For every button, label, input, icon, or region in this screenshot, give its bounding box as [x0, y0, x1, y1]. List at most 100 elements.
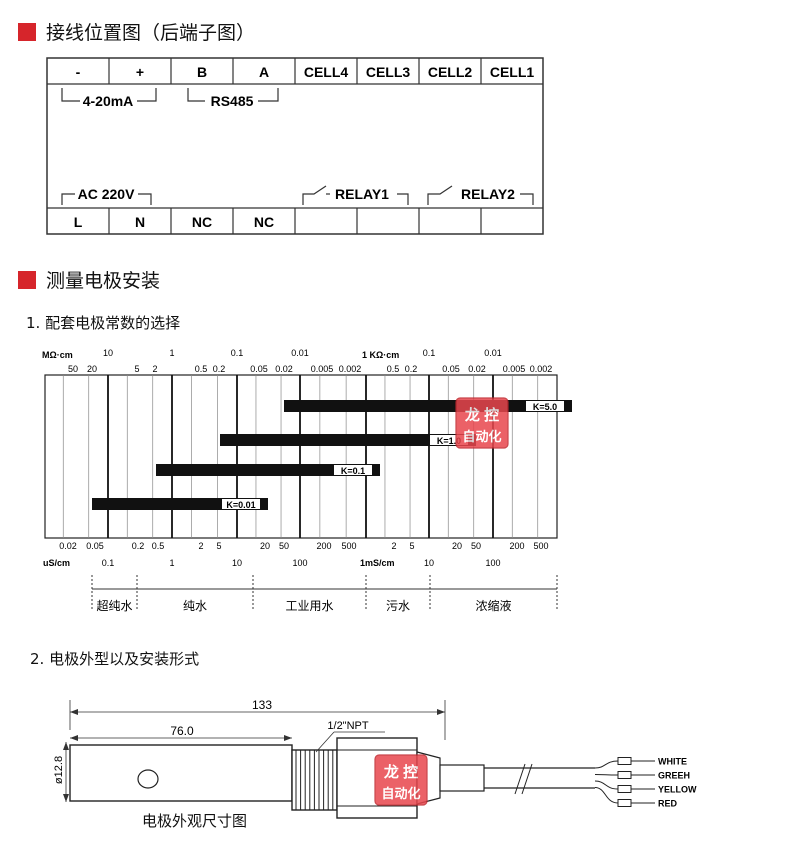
bottom-minor-tick-label: 0.05	[86, 541, 104, 551]
top-minor-tick-label: 0.002	[339, 364, 362, 374]
k-bar-label-bg	[430, 435, 468, 445]
k-bar	[220, 434, 476, 446]
top-major-tick-label: 10	[103, 348, 113, 358]
constant-selection-chart: MΩ·cm 1 KΩ·cm 10 1 0.1 0.01 0.1 0.01 50 20 5 2 0.…	[42, 348, 572, 613]
top-major-tick-label: 0.01	[484, 348, 502, 358]
top-minor-tick-label: 0.05	[250, 364, 268, 374]
wire-color-label: YELLOW	[658, 785, 697, 795]
top-minor-tick-label: 2	[152, 364, 157, 374]
section-title-installation: 测量电极安装	[18, 266, 160, 293]
wire-ferrule	[617, 785, 632, 793]
bottom-minor-tick-label: 0.2	[132, 541, 145, 551]
unit-kohm-cm: 1 KΩ·cm	[362, 350, 399, 360]
bottom-minor-tick-label: 2	[391, 541, 396, 551]
wire-color-label: WHITE	[658, 757, 687, 767]
terminal-top-label: CELL3	[366, 64, 411, 80]
category-label: 工业用水	[285, 599, 333, 613]
wire-ferrule	[617, 771, 632, 779]
section-title-text: 测量电极安装	[46, 270, 161, 292]
bottom-minor-tick-label: 20	[260, 541, 270, 551]
watermark-line2: 自动化	[462, 429, 501, 444]
category-label: 浓缩液	[475, 598, 511, 613]
terminal-top-label: B	[197, 64, 207, 80]
electrode-caption: 电极外观尺寸图	[142, 812, 248, 830]
section-marker	[18, 270, 36, 289]
dim-133: 133	[252, 698, 272, 712]
bottom-major-tick-label: 100	[292, 558, 307, 568]
top-minor-tick-label: 0.005	[311, 364, 334, 374]
bottom-major-tick-label: 0.1	[102, 558, 115, 568]
watermark-line1: 龙 控	[464, 406, 499, 424]
watermark-line1: 龙 控	[383, 763, 418, 781]
subtitle-constant-selection: 1. 配套电极常数的选择	[26, 314, 181, 332]
dim-diameter: ø12.8	[53, 756, 65, 784]
wire	[594, 787, 619, 804]
top-major-tick-label: 0.01	[291, 348, 309, 358]
electrode-body	[69, 744, 293, 802]
section-title-text: 接线位置图（后端子图）	[46, 22, 256, 44]
bottom-minor-tick-label: 50	[471, 541, 481, 551]
top-minor-tick-label: 0.02	[275, 364, 293, 374]
bottom-major-tick-label: 10	[424, 558, 434, 568]
wire-ferrule	[617, 757, 632, 765]
bottom-minor-tick-label: 2	[198, 541, 203, 551]
wire-ferrule	[617, 799, 632, 807]
k-bar-label: K=5.0	[533, 402, 557, 412]
bottom-major-tick-label: 1	[169, 558, 174, 568]
wire	[594, 760, 619, 769]
top-minor-tick-label: 0.005	[503, 364, 526, 374]
terminal-top-label: CELL4	[304, 64, 349, 80]
k-bar-label-bg	[334, 465, 372, 475]
bottom-minor-tick-label: 0.5	[152, 541, 165, 551]
wire-color-label: GREEH	[658, 771, 690, 781]
wire-color-label: RED	[658, 799, 678, 809]
category-label: 超纯水	[96, 598, 132, 613]
thread-label: 1/2"NPT	[327, 720, 368, 732]
top-minor-tick-label: 0.5	[387, 364, 400, 374]
unit-mohm-cm: MΩ·cm	[42, 350, 73, 360]
top-minor-tick-label: 0.2	[213, 364, 226, 374]
section-marker	[18, 22, 36, 41]
terminal-top-label: +	[136, 64, 144, 80]
terminal-bottom-label: L	[74, 214, 83, 230]
k-bar	[156, 464, 380, 476]
dim-76: 76.0	[170, 724, 194, 738]
bottom-minor-tick-label: 20	[452, 541, 462, 551]
watermark-chart: 龙 控 自动化	[455, 397, 509, 449]
terminal-top-label: -	[76, 64, 81, 80]
k-bar-label-bg	[222, 499, 260, 509]
section-title-wiring: 接线位置图（后端子图）	[18, 18, 255, 45]
wire	[594, 774, 619, 776]
top-minor-tick-label: 0.05	[442, 364, 460, 374]
unit-ms-cm: 1mS/cm	[360, 558, 395, 568]
unit-us-cm: uS/cm	[43, 558, 70, 568]
category-label: 纯水	[183, 599, 207, 613]
bottom-minor-tick-label: 200	[316, 541, 331, 551]
watermark-electrode: 龙 控 自动化	[374, 754, 428, 806]
chart-frame	[44, 374, 558, 539]
electrode-hole	[137, 769, 159, 789]
terminal-bottom-label: NC	[254, 214, 274, 230]
label-rs485: RS485	[211, 93, 254, 109]
top-minor-tick-label: 0.2	[405, 364, 418, 374]
label-ac220v: AC 220V	[78, 186, 135, 202]
watermark-line2: 自动化	[381, 786, 420, 801]
k-bar-label: K=1.0	[437, 436, 461, 446]
terminal-top-label: CELL2	[428, 64, 473, 80]
bottom-major-tick-label: 100	[485, 558, 500, 568]
k-bar-label-bg	[526, 401, 564, 411]
top-minor-tick-label: 50	[68, 364, 78, 374]
top-major-tick-label: 1	[169, 348, 174, 358]
bottom-minor-tick-label: 5	[216, 541, 221, 551]
top-major-tick-label: 0.1	[423, 348, 436, 358]
bottom-minor-tick-label: 500	[341, 541, 356, 551]
subtitle-electrode-shape: 2. 电极外型以及安装形式	[30, 650, 200, 668]
bottom-minor-tick-label: 200	[509, 541, 524, 551]
wire	[594, 780, 619, 790]
k-bar-label: K=0.01	[226, 500, 255, 510]
terminal-bottom-label: NC	[192, 214, 212, 230]
bottom-minor-tick-label: 50	[279, 541, 289, 551]
bottom-minor-tick-label: 5	[409, 541, 414, 551]
